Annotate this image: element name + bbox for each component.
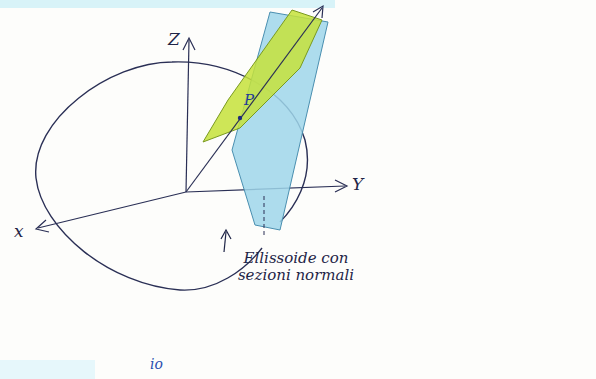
point-label: P [244, 92, 254, 109]
normal-section-plane [203, 10, 322, 142]
label-pointer-head [221, 230, 231, 239]
z-arrowhead [183, 38, 195, 50]
axis-label: Y [352, 175, 363, 195]
bottom-band [0, 360, 95, 379]
axis-label: Z [168, 30, 180, 50]
label-pointer [224, 232, 226, 252]
point-p [238, 116, 242, 120]
text-fragment: io [150, 356, 163, 372]
y-arrowhead [335, 180, 347, 192]
axis-label: x [14, 222, 24, 242]
x-arrowhead [36, 220, 49, 232]
top-band [0, 0, 335, 8]
normal-line [186, 8, 322, 192]
x-axis [38, 192, 186, 228]
projection-line [264, 196, 265, 238]
figure-note: Ellissoide con sezioni normali [232, 250, 360, 285]
normal-arrowhead [313, 6, 323, 18]
z-axis [186, 40, 189, 192]
